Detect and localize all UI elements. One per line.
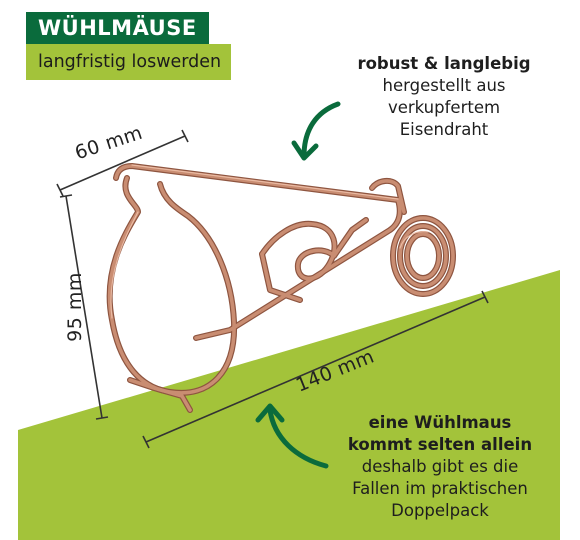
curved-arrow-icon [255, 403, 329, 469]
callout-material-line: Eisendraht [399, 120, 489, 139]
callout-doublepack: eine Wühlmaus kommt selten allein deshal… [326, 412, 554, 522]
callout-doublepack-line: Doppelpack [391, 501, 489, 520]
wire-trap-image [106, 163, 456, 413]
green-slope [18, 270, 560, 540]
dimension-lines [56, 129, 489, 449]
callout-material-line: hergestellt aus [382, 76, 506, 95]
callout-doublepack-line: deshalb gibt es die [361, 457, 519, 476]
curved-arrow-icon [291, 101, 341, 161]
callout-doublepack-heading: eine Wühlmaus [368, 413, 512, 432]
callout-doublepack-heading: kommt selten allein [347, 435, 533, 454]
callout-material-heading: robust & langlebig [357, 54, 531, 73]
dimension-line-width [59, 135, 186, 191]
callout-doublepack-line: Fallen im praktischen [352, 479, 528, 498]
page-title: WÜHLMÄUSE [26, 12, 209, 44]
dimension-line-length [145, 296, 486, 443]
dimension-label-height: 95 mm [63, 272, 86, 342]
callout-material: robust & langlebig hergestellt aus verku… [330, 53, 558, 141]
dimension-line-height [65, 195, 103, 419]
page-subtitle: langfristig loswerden [26, 44, 232, 80]
callout-material-line: verkupfertem [387, 98, 501, 117]
